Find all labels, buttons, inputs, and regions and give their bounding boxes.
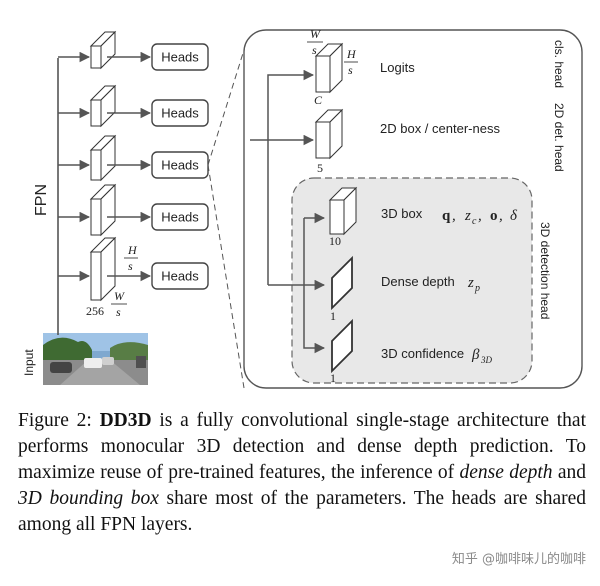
fpn-w-s-label: s — [116, 305, 121, 319]
caption-italic-1: dense depth — [459, 462, 553, 483]
depth-z-subscript: p — [474, 283, 480, 294]
fpn-channels-label: 256 — [86, 304, 104, 318]
heads-box — [151, 99, 209, 127]
fpn-level-block — [89, 236, 117, 302]
heads-label: Heads — [161, 269, 199, 284]
caption-model-name: DD3D — [99, 410, 152, 431]
watermark: 知乎 @咖啡味儿的咖啡 — [451, 552, 586, 567]
heads-label: Heads — [161, 50, 199, 65]
box3d-delta-symbol: δ — [510, 208, 518, 224]
heads-box — [151, 262, 209, 290]
box2d-feature-block — [314, 108, 344, 160]
box3d-comma-1: , — [452, 208, 456, 224]
depth-feature-block — [331, 255, 353, 311]
logits-w-label: W — [310, 27, 321, 41]
heads-label: Heads — [161, 210, 199, 225]
box3d-z-subscript: c — [472, 216, 477, 227]
box3d-o-symbol: o — [490, 208, 498, 224]
heads-label: Heads — [161, 158, 199, 173]
logits-h-label: H — [346, 47, 357, 61]
box3d-channels-label: 10 — [329, 234, 341, 248]
conf-label: 3D confidence — [381, 346, 464, 361]
caption-text-1: is a fully convolutional single-stage ar… — [18, 410, 586, 483]
zoom-line-top — [207, 49, 245, 166]
box3d-comma-2: , — [478, 208, 482, 224]
figure-caption: Figure 2: DD3D is a fully convolutional … — [18, 408, 586, 538]
fpn-level-block — [89, 183, 117, 237]
depth-z-symbol: z — [467, 275, 474, 291]
logits-h-s-label: s — [348, 63, 353, 77]
conf-beta-subscript: 3D — [480, 355, 493, 365]
fpn-level-block — [89, 84, 117, 128]
box3d-q-symbol: q — [442, 208, 451, 224]
fpn-level-block — [89, 30, 117, 70]
heads-box — [151, 43, 209, 71]
logits-label: Logits — [380, 60, 415, 75]
box3d-comma-3: , — [499, 208, 503, 224]
logits-feature-block — [314, 42, 344, 94]
heads-box — [151, 203, 209, 231]
input-label: Input — [22, 349, 36, 376]
fpn-level-block — [89, 134, 117, 182]
caption-text-2: and — [552, 462, 586, 483]
zoom-line-bottom — [207, 164, 245, 389]
depth-label: Dense depth — [381, 274, 455, 289]
box2d-channels-label: 5 — [317, 161, 323, 175]
heads-label: Heads — [161, 106, 199, 121]
det3d-head-label: 3D detection head — [538, 222, 552, 319]
depth-channels-label: 1 — [330, 309, 336, 323]
fpn-h-s-label: s — [128, 259, 133, 273]
logits-w-s-label: s — [312, 43, 317, 57]
fpn-label: FPN — [33, 184, 50, 216]
logits-channels-label: C — [314, 93, 323, 107]
head-arrows — [250, 69, 326, 354]
conf-feature-block — [331, 318, 353, 374]
conf-beta-symbol: β — [471, 347, 480, 363]
fpn-h-label: H — [127, 243, 138, 257]
input-image — [43, 333, 148, 385]
conf-channels-label: 1 — [330, 371, 336, 385]
det2d-head-label: 2D det. head — [552, 103, 566, 172]
box3d-z-symbol: z — [464, 208, 471, 224]
fpn-w-label: W — [114, 289, 125, 303]
box3d-label: 3D box — [381, 206, 423, 221]
box3d-feature-block — [328, 186, 358, 236]
box2d-label: 2D box / center-ness — [380, 121, 500, 136]
caption-prefix: Figure 2: — [18, 410, 100, 431]
cls-head-label: cls. head — [552, 40, 566, 88]
caption-italic-2: 3D bounding box — [18, 488, 159, 509]
caption-text-3: share most of the parameters. The heads … — [18, 488, 586, 535]
